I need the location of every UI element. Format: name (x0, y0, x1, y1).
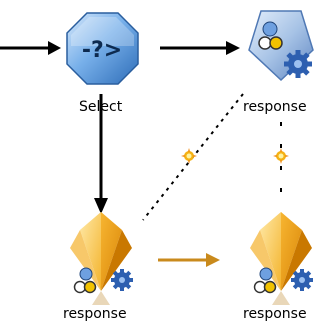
select-node-label[interactable]: Select (79, 99, 123, 115)
response-model-node[interactable] (248, 10, 314, 82)
response-model-label[interactable]: response (243, 99, 307, 115)
response-nugget-1-node[interactable] (70, 212, 133, 305)
link-input-to-select[interactable] (0, 41, 61, 55)
model-link-response-to-nugget-2[interactable] (273, 122, 289, 206)
link-response-nugget-1-to-nugget-2[interactable] (158, 253, 220, 267)
spark-icon (181, 148, 197, 164)
select-node[interactable]: -?> (66, 12, 139, 85)
gear-icon (291, 269, 313, 291)
gear-icon (111, 269, 133, 291)
link-select-to-response-model[interactable] (160, 41, 240, 55)
spark-icon (273, 148, 289, 164)
response-nugget-1-label[interactable]: response (63, 306, 127, 322)
response-nugget-2-label[interactable]: response (243, 306, 307, 322)
link-select-to-response-nugget-1[interactable] (94, 94, 108, 214)
model-link-response-to-nugget-1[interactable] (142, 93, 244, 221)
response-nugget-2-node[interactable] (250, 212, 313, 305)
select-icon: -?> (82, 38, 122, 63)
model-shapes-icon (258, 21, 283, 50)
model-shapes-icon (253, 267, 277, 294)
model-shapes-icon (73, 267, 97, 294)
gear-icon (284, 50, 312, 78)
